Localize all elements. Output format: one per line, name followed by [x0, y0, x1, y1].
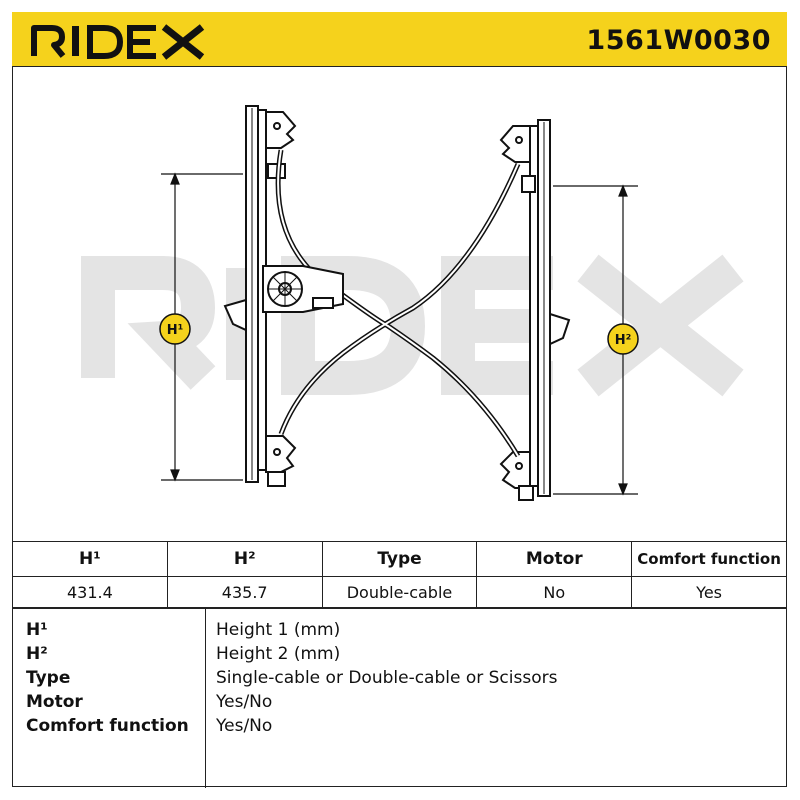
- spec-table-header-row: H¹ H² Type Motor Comfort function: [12, 541, 787, 577]
- window-regulator-drawing: H¹ H²: [81, 105, 744, 501]
- header-bar: 1561W0030: [12, 12, 787, 67]
- h2-badge-label: H²: [615, 333, 632, 348]
- h2-badge: H²: [607, 323, 639, 355]
- cables-inner: [277, 149, 519, 457]
- ridex-logo: [30, 20, 210, 60]
- legend-key: Type: [26, 668, 71, 688]
- legend-value: Height 1 (mm): [216, 620, 341, 640]
- legend-row: H² Height 2 (mm): [12, 644, 787, 668]
- legend-row: Motor Yes/No: [12, 692, 787, 716]
- h1-badge: H¹: [159, 313, 191, 345]
- part-number: 1561W0030: [586, 25, 771, 56]
- spec-value-type: Double-cable: [321, 576, 478, 609]
- legend-key: Motor: [26, 692, 83, 712]
- spec-value-h1: 431.4: [12, 576, 168, 609]
- legend-value: Height 2 (mm): [216, 644, 341, 664]
- spec-table-value-row: 431.4 435.7 Double-cable No Yes: [12, 576, 787, 609]
- spec-header-type: Type: [321, 541, 478, 577]
- legend-row: H¹ Height 1 (mm): [12, 620, 787, 644]
- spec-value-comfort-function: Yes: [631, 576, 787, 609]
- ridex-logo-graphic: [31, 24, 205, 60]
- legend-value: Yes/No: [216, 692, 273, 712]
- spec-value-h2: 435.7: [166, 576, 323, 609]
- spec-header-comfort-function: Comfort function: [631, 541, 787, 577]
- cable-drum: [262, 265, 344, 313]
- legend-key: Comfort function: [26, 716, 189, 736]
- legend-key: H¹: [26, 620, 48, 640]
- legend-divider: [205, 608, 206, 788]
- spec-header-h1: H¹: [12, 541, 168, 577]
- legend-value: Single-cable or Double-cable or Scissors: [216, 668, 558, 688]
- legend-row: Comfort function Yes/No: [12, 716, 787, 740]
- legend-key: H²: [26, 644, 48, 664]
- spec-header-motor: Motor: [476, 541, 633, 577]
- spec-header-h2: H²: [166, 541, 323, 577]
- spec-table: H¹ H² Type Motor Comfort function 431.4 …: [12, 541, 787, 609]
- spec-value-motor: No: [476, 576, 633, 609]
- ridex-watermark: [81, 254, 744, 397]
- legend: H¹ Height 1 (mm) H² Height 2 (mm) Type S…: [12, 607, 787, 788]
- h1-badge-label: H¹: [167, 323, 184, 338]
- right-rail: [499, 119, 571, 501]
- legend-row: Type Single-cable or Double-cable or Sci…: [12, 668, 787, 692]
- legend-value: Yes/No: [216, 716, 273, 736]
